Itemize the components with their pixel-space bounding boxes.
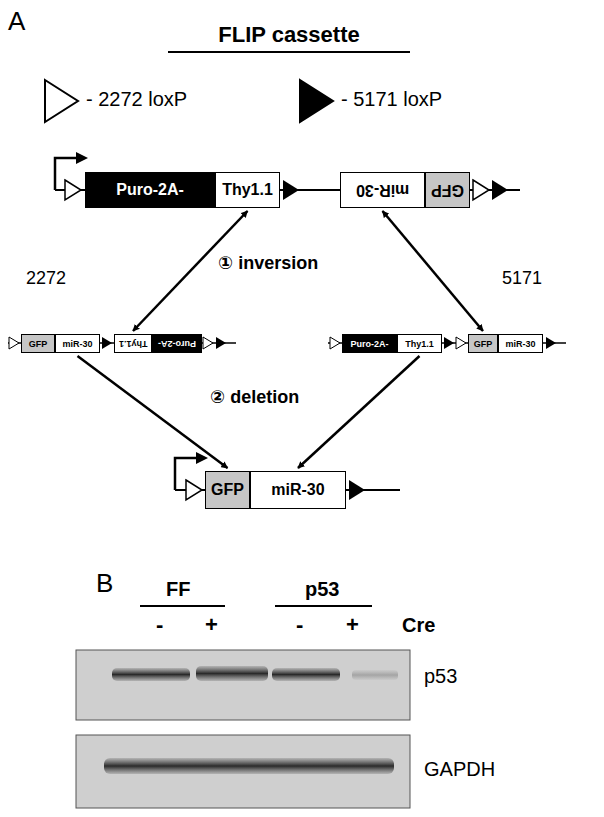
mir-segment: miR-30 — [250, 471, 346, 509]
lox-site-label: 2272 — [24, 268, 68, 289]
thy-segment: Thy1.1 — [114, 334, 152, 353]
mir-segment: miR-30 — [340, 172, 425, 208]
protein-label: p53 — [424, 665, 457, 688]
gfp-segment: GFP — [468, 334, 498, 353]
panel-title: FLIP cassette — [168, 22, 410, 48]
mir-segment: miR-30 — [55, 334, 100, 353]
segment-label: Puro-2A- — [158, 339, 196, 349]
step-label: ② deletion — [210, 386, 299, 408]
process-arrow — [383, 211, 484, 331]
puro-segment: Puro-2A- — [342, 334, 397, 353]
segment-label: miR-30 — [271, 481, 324, 499]
legend-label: - 5171 loxP — [341, 88, 442, 111]
gfp-segment: GFP — [425, 172, 470, 208]
segment-label: GFP — [431, 181, 464, 199]
group-underline — [275, 605, 372, 607]
lane-sign: + — [346, 612, 359, 638]
lane-sign: - — [296, 612, 303, 638]
segment-label: miR-30 — [356, 181, 409, 199]
segment-label: Thy1.1 — [405, 339, 434, 349]
segment-label: GFP — [474, 339, 493, 349]
gapdh-blot — [76, 735, 410, 808]
group-label: FF — [166, 578, 190, 601]
segment-label: Puro-2A- — [116, 181, 184, 199]
segment-label: miR-30 — [505, 339, 535, 349]
lane-sign: + — [205, 612, 218, 638]
group-label: p53 — [305, 578, 339, 601]
panel-letter: A — [8, 6, 25, 37]
segment-label: Thy1.1 — [119, 339, 148, 349]
protein-label: GAPDH — [424, 758, 495, 781]
puro-segment: Puro-2A- — [85, 172, 215, 208]
segment-label: miR-30 — [62, 339, 92, 349]
thy-segment: Thy1.1 — [215, 172, 280, 208]
treatment-label: Cre — [402, 614, 435, 637]
segment-label: GFP — [29, 339, 48, 349]
lox-site-label: 5171 — [500, 268, 544, 289]
gfp-segment: GFP — [21, 334, 55, 353]
group-underline — [140, 605, 225, 607]
panel-letter: B — [96, 568, 113, 599]
segment-label: Thy1.1 — [222, 181, 273, 199]
gfp-segment: GFP — [205, 471, 250, 509]
mir-segment: miR-30 — [498, 334, 543, 353]
step-label: ① inversion — [218, 252, 318, 274]
right-construct — [328, 337, 566, 349]
puro-segment: Puro-2A- — [152, 334, 202, 353]
segment-label: GFP — [211, 481, 244, 499]
segment-label: Puro-2A- — [351, 339, 389, 349]
legend-label: - 2272 loxP — [86, 88, 187, 111]
process-arrow — [78, 356, 228, 468]
loxp-5171-symbol — [300, 80, 333, 122]
thy-segment: Thy1.1 — [397, 334, 442, 353]
process-arrow — [298, 356, 420, 468]
p53-blot — [76, 650, 410, 720]
loxp-2272-symbol — [45, 80, 78, 122]
title-underline — [168, 52, 410, 53]
lane-sign: - — [156, 612, 163, 638]
